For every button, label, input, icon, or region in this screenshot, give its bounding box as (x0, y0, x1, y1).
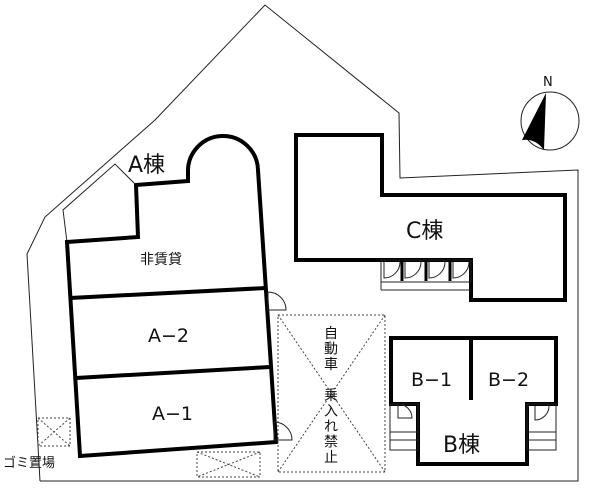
no-vehicle-text-char: 乗 (324, 388, 338, 404)
building-b-label: B棟 (443, 433, 480, 458)
unit-b2: B−2 (488, 369, 529, 391)
building-b: B−1 B−2 B棟 (389, 336, 558, 466)
site-boundary (26, 4, 579, 482)
door-icon (428, 261, 446, 279)
no-vehicle-text-char: 動 (324, 342, 338, 358)
no-vehicle-text-char: 禁 (324, 435, 338, 451)
building-c: C棟 (294, 133, 567, 302)
door-icon (267, 291, 287, 311)
garbage-area: ゴミ置場 (3, 417, 71, 471)
building-c-label: C棟 (406, 219, 443, 244)
no-vehicle-text-char: 入 (324, 404, 338, 420)
door-icon (404, 261, 422, 279)
unit-a2: A−2 (148, 325, 189, 347)
door-icon (452, 261, 470, 279)
unit-non-rental: 非賃貸 (140, 252, 182, 268)
unit-b1: B−1 (411, 369, 452, 391)
unit-a1: A−1 (152, 403, 193, 425)
building-a-label: A棟 (128, 153, 165, 178)
no-vehicle-text-char: 止 (324, 450, 338, 466)
door-icon (383, 261, 401, 279)
compass-label: N (543, 75, 553, 90)
building-a: A棟 非賃貸 A−2 A−1 (64, 134, 293, 459)
inner-boundary (62, 163, 135, 243)
no-vehicle-text-char: れ (324, 419, 338, 435)
door-icon (397, 403, 413, 419)
no-vehicle-text-char: 自 (324, 326, 338, 342)
bicycle-area (196, 451, 261, 478)
north-arrow-icon: N (520, 75, 580, 151)
no-vehicle-text-char: 車 (324, 356, 338, 373)
garbage-label: ゴミ置場 (3, 455, 55, 471)
door-icon (534, 405, 550, 421)
